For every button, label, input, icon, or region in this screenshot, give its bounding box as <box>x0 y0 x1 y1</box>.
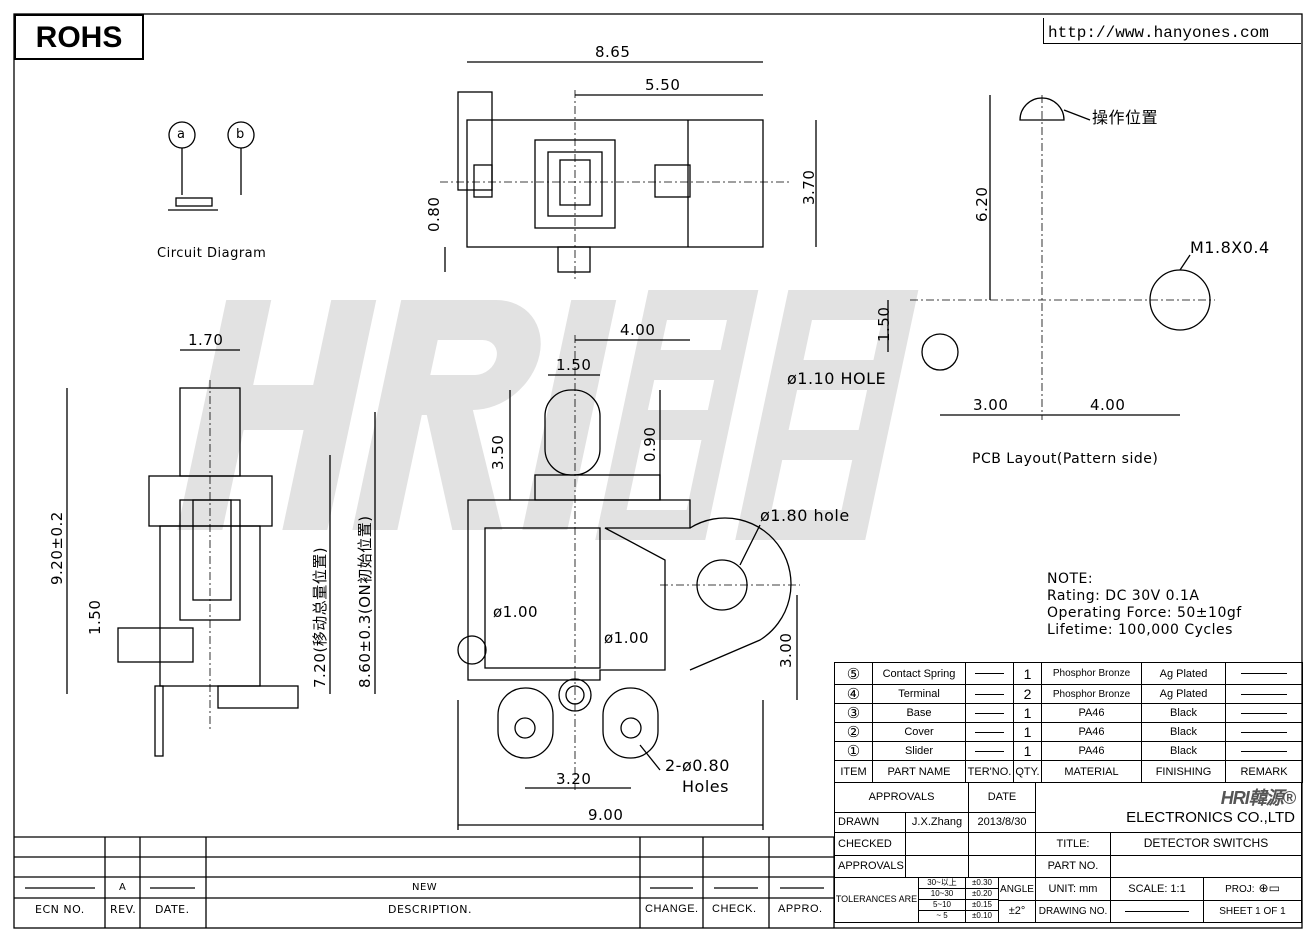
drawing-no-label: DRAWING NO. <box>1035 900 1111 923</box>
drawing-no-value <box>1110 900 1204 923</box>
checked-date <box>968 832 1036 856</box>
drawn-label: DRAWN <box>834 812 906 833</box>
dim-travel: 7.20(移动总量位置) <box>311 546 329 688</box>
dim-4: 4.00 <box>620 321 656 339</box>
terminal-a-label: a <box>177 127 186 142</box>
company-name: ELECTRONICS CO.,LTD <box>1126 808 1295 826</box>
dim-350: 3.50 <box>489 434 507 470</box>
company-logo: HRI韓源® <box>1220 787 1296 808</box>
part-no-label: PART NO. <box>1035 855 1111 878</box>
company-url[interactable]: http://www.hanyones.com <box>1043 18 1301 44</box>
sheet-label: SHEET 1 OF 1 <box>1203 900 1302 923</box>
checked-by <box>905 832 969 856</box>
dim-300-pcb: 3.00 <box>973 396 1009 414</box>
date-header-rev: DATE. <box>155 903 190 916</box>
dim-height: 3.70 <box>800 169 818 205</box>
rohs-badge: ROHS <box>14 14 144 60</box>
dim-090: 0.90 <box>641 426 659 462</box>
dim-900: 9.00 <box>588 806 624 824</box>
appro-header: APPRO. <box>778 903 823 915</box>
dim-offset: 5.50 <box>645 76 681 94</box>
unit-label: UNIT: mm <box>1035 877 1111 901</box>
dim-total: 9.20±0.2 <box>48 511 66 585</box>
tol-value: ±0.10 <box>965 910 999 923</box>
dim-320: 3.20 <box>556 770 592 788</box>
pcb-layout <box>887 95 1215 420</box>
hole-110-label: ø1.10 HOLE <box>787 369 887 388</box>
title-label: TITLE: <box>1035 832 1111 856</box>
dim-pin: 0.80 <box>425 196 443 232</box>
dim-width: 8.65 <box>595 43 631 61</box>
approved-date <box>968 855 1036 878</box>
company-block: HRI韓源® ELECTRONICS CO.,LTD <box>1035 782 1302 833</box>
approvals-header: APPROVALS <box>834 782 969 813</box>
check-header: CHECK. <box>712 903 757 915</box>
note-title: NOTE: <box>1047 571 1094 587</box>
approved-by <box>905 855 969 878</box>
rev-header: REV. <box>110 903 137 916</box>
dim-620: 6.20 <box>973 186 991 222</box>
note-lifetime: Lifetime: 100,000 Cycles <box>1047 622 1233 638</box>
rev-value: A <box>119 882 127 893</box>
dim-plunger: 1.70 <box>188 331 224 349</box>
dim-300-front: 3.00 <box>777 632 795 668</box>
tol-range: ~ 5 <box>918 910 966 923</box>
circuit-diagram-label: Circuit Diagram <box>157 246 267 261</box>
checked-label: CHECKED <box>834 832 906 856</box>
dim-on-position: 8.60±0.3(ON初始位置) <box>356 515 374 688</box>
note-rating: Rating: DC 30V 0.1A <box>1047 588 1200 604</box>
screw-label: M1.8X0.4 <box>1190 238 1270 257</box>
approvals-label: APPROVALS <box>834 855 906 878</box>
dim-150-pcb: 1.50 <box>875 306 893 342</box>
part-no-value <box>1110 855 1302 878</box>
dim-150: 1.50 <box>556 356 592 374</box>
projection-cell: PROJ: ⊕▭ <box>1203 877 1302 901</box>
holes-080-label: 2-ø0.80 <box>665 756 730 775</box>
angle-label: ANGLE <box>998 877 1036 901</box>
drawn-by: J.X.Zhang <box>905 812 969 833</box>
hole-100a-label: ø1.00 <box>493 603 539 621</box>
ecn-header: ECN NO. <box>35 903 85 916</box>
pcb-layout-label: PCB Layout(Pattern side) <box>972 451 1159 467</box>
notes: NOTE: Rating: DC 30V 0.1A Operating Forc… <box>1047 571 1242 639</box>
holes-label: Holes <box>682 777 729 796</box>
description-value: NEW <box>412 882 438 893</box>
hole-100b-label: ø1.00 <box>604 629 650 647</box>
operate-position-label: 操作位置 <box>1092 108 1159 127</box>
sheet-border <box>13 13 1303 929</box>
scale-label: SCALE: 1:1 <box>1110 877 1204 901</box>
circuit-diagram <box>168 121 255 211</box>
proj-label: PROJ: <box>1225 883 1255 895</box>
note-force: Operating Force: 50±10gf <box>1047 605 1242 621</box>
date-header: DATE <box>968 782 1036 813</box>
description-header: DESCRIPTION. <box>388 903 472 916</box>
drawn-date: 2013/8/30 <box>968 812 1036 833</box>
drawing-title: DETECTOR SWITCHS <box>1110 832 1302 856</box>
terminal-b-label: b <box>236 127 245 142</box>
dim-400-pcb: 4.00 <box>1090 396 1126 414</box>
side-view <box>66 349 376 757</box>
change-header: CHANGE. <box>645 903 699 915</box>
front-view <box>457 335 800 830</box>
angle-tolerance: ±2° <box>998 900 1036 923</box>
top-view <box>440 61 817 280</box>
projection-symbol-icon: ⊕▭ <box>1258 881 1280 896</box>
dim-pin-side: 1.50 <box>86 599 104 635</box>
hole-180-label: ø1.80 hole <box>760 506 850 525</box>
tolerances-label: TOLERANCES ARE <box>834 877 919 923</box>
